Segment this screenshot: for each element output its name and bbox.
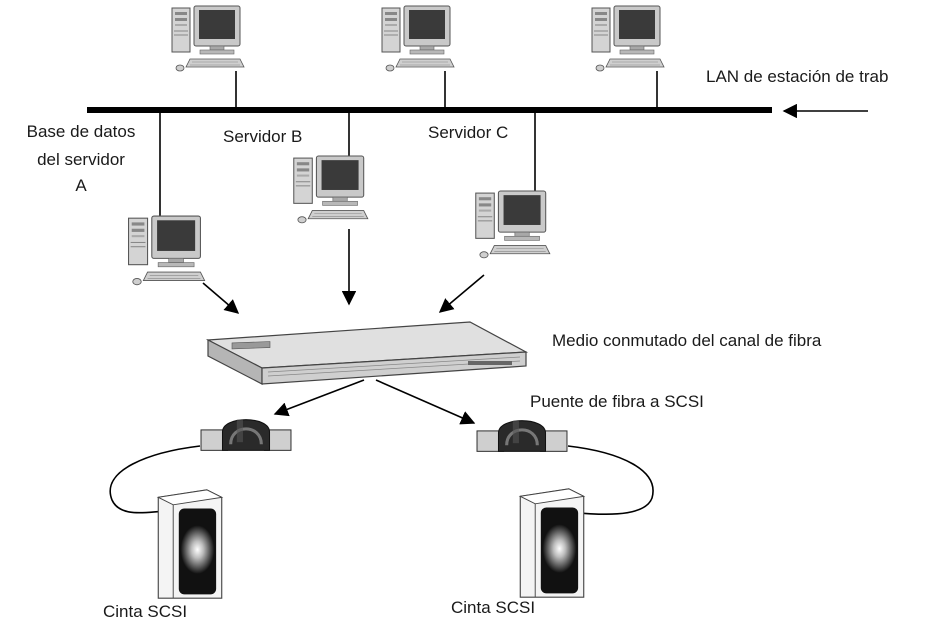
fibre-scsi-bridge-icon (200, 418, 292, 452)
desktop-computer-icon (475, 190, 551, 259)
server-c (438, 113, 551, 313)
workstation-top-1 (171, 5, 245, 107)
server-c-label: Servidor C (428, 123, 509, 142)
server-a-label-line2: del servidor (37, 150, 125, 169)
workstation-top-3 (591, 5, 665, 107)
lan-label: LAN de estación de trab (706, 67, 889, 86)
scsi-cable-left (109, 445, 201, 514)
switch-label: Medio conmutado del canal de fibra (552, 331, 822, 350)
scsi-cable-right (567, 445, 654, 516)
server-a-label-line1: Base de datos (26, 122, 136, 141)
fibre-scsi-bridge-icon (476, 419, 568, 453)
server-b (293, 113, 369, 306)
desktop-computer-icon (591, 5, 665, 72)
bridge-label: Puente de fibra a SCSI (530, 392, 704, 411)
server-a (127, 113, 240, 314)
fibre-channel-switch-icon (205, 321, 529, 385)
desktop-computer-icon (293, 155, 369, 224)
server-b-label: Servidor B (223, 127, 303, 146)
tape-right-label: Cinta SCSI (451, 598, 536, 617)
tape-left-label: Cinta SCSI (103, 602, 188, 621)
workstation-top-2 (381, 5, 455, 107)
scsi-tape-drive-icon (157, 489, 223, 599)
desktop-computer-icon (127, 215, 206, 286)
server-a-label-line3: A (75, 176, 87, 195)
desktop-computer-icon (171, 5, 245, 72)
switch-to-bridge-right-arrow (375, 379, 476, 425)
scsi-tape-drive-icon (519, 488, 585, 598)
desktop-computer-icon (381, 5, 455, 72)
switch-to-bridge-left-arrow (273, 379, 365, 417)
